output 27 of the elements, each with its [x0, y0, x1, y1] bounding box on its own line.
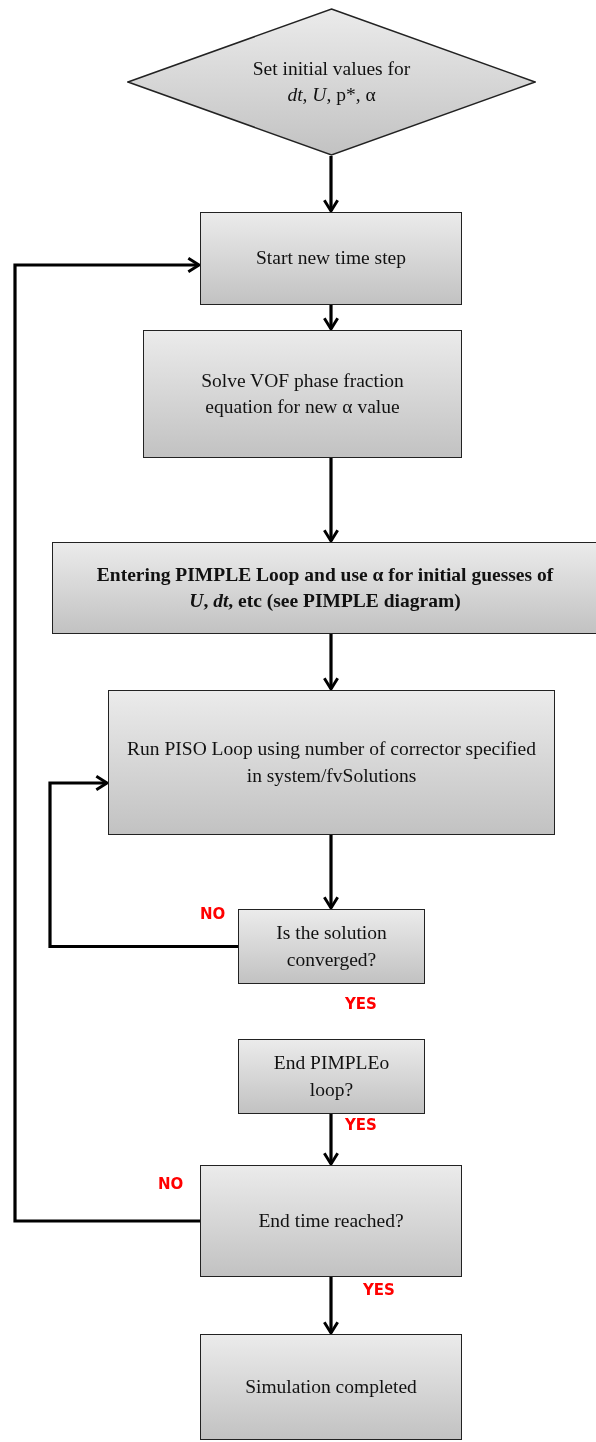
process-box	[108, 690, 555, 835]
arrow	[322, 305, 340, 331]
process-box	[200, 212, 462, 305]
node-text: Start new time step	[256, 246, 406, 271]
arrow	[322, 1114, 340, 1166]
arrow	[13, 256, 201, 1223]
process-box	[200, 1165, 462, 1277]
arrow	[322, 634, 340, 691]
process-box	[238, 909, 425, 984]
process-box	[238, 1039, 425, 1114]
node-text: Set initial values for dt, U, p*, α	[251, 56, 412, 107]
arrow	[322, 458, 340, 543]
node-text: Is the solution converged?	[275, 921, 388, 972]
node-text: Run PISO Loop using number of corrector specified in system/fvSolutions	[126, 737, 537, 788]
arrow	[322, 156, 340, 213]
node-text: Solve VOF phase fraction equation for new α value	[200, 368, 405, 419]
node-text: End PIMPLEo loop?	[272, 1051, 391, 1102]
process-box	[52, 542, 596, 634]
arrow	[322, 835, 340, 910]
node-text: Simulation completed	[245, 1374, 417, 1399]
decision-diamond	[127, 8, 536, 156]
process-box	[143, 330, 462, 458]
node-text: End time reached?	[258, 1208, 404, 1233]
arrow	[322, 1277, 340, 1335]
node-text: Entering PIMPLE Loop and use α for initial guesses of U, dt, etc (see PIMPLE diagram)	[95, 562, 555, 613]
process-box	[200, 1334, 462, 1440]
arrow	[48, 774, 238, 949]
